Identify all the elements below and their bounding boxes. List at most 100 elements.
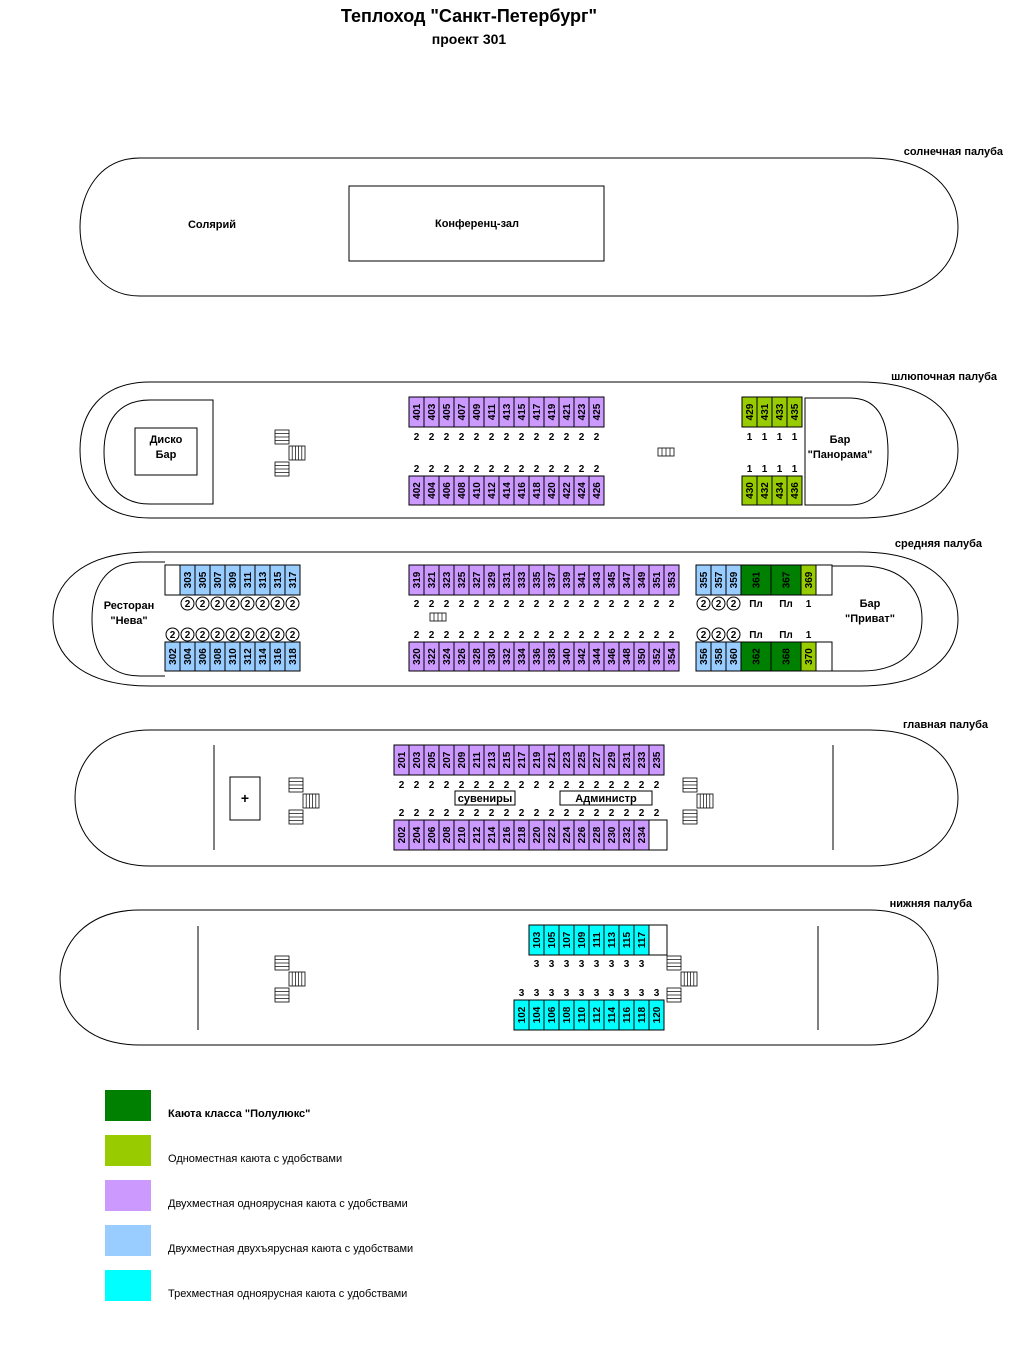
cabin[interactable]: 336 (528, 641, 545, 672)
cabin[interactable]: 404 (423, 475, 440, 506)
cabin[interactable]: 120 (648, 999, 665, 1031)
cabin[interactable]: 313 (254, 564, 271, 596)
cabin[interactable]: 407 (453, 396, 470, 428)
cabin[interactable]: 225 (573, 744, 590, 776)
cabin[interactable]: 432 (756, 475, 773, 506)
cabin[interactable]: 222 (543, 819, 560, 851)
cabin[interactable]: 352 (648, 641, 665, 672)
cabin[interactable]: 358 (710, 641, 727, 672)
cabin[interactable]: 436 (786, 475, 803, 506)
cabin[interactable]: 308 (209, 641, 226, 672)
cabin[interactable]: 212 (468, 819, 485, 851)
cabin[interactable]: 109 (573, 924, 590, 956)
cabin[interactable]: 421 (558, 396, 575, 428)
cabin[interactable]: 430 (741, 475, 758, 506)
cabin[interactable]: 417 (528, 396, 545, 428)
cabin[interactable]: 361 (740, 564, 772, 596)
cabin[interactable]: 412 (483, 475, 500, 506)
cabin[interactable]: 234 (633, 819, 650, 851)
cabin[interactable]: 422 (558, 475, 575, 506)
cabin[interactable]: 414 (498, 475, 515, 506)
cabin[interactable]: 104 (528, 999, 545, 1031)
cabin[interactable]: 221 (543, 744, 560, 776)
cabin[interactable]: 346 (603, 641, 620, 672)
cabin[interactable]: 413 (498, 396, 515, 428)
cabin[interactable]: 356 (695, 641, 712, 672)
cabin[interactable]: 107 (558, 924, 575, 956)
cabin[interactable]: 227 (588, 744, 605, 776)
cabin[interactable]: 402 (408, 475, 425, 506)
cabin[interactable]: 323 (438, 564, 455, 596)
cabin[interactable]: 354 (663, 641, 680, 672)
cabin[interactable]: 335 (528, 564, 545, 596)
cabin[interactable]: 431 (756, 396, 773, 428)
cabin[interactable]: 424 (573, 475, 590, 506)
cabin[interactable]: 353 (663, 564, 680, 596)
cabin[interactable]: 302 (164, 641, 181, 672)
cabin[interactable]: 415 (513, 396, 530, 428)
cabin[interactable]: 105 (543, 924, 560, 956)
cabin[interactable]: 367 (770, 564, 802, 596)
cabin[interactable]: 360 (725, 641, 742, 672)
cabin[interactable]: 228 (588, 819, 605, 851)
cabin[interactable]: 408 (453, 475, 470, 506)
cabin[interactable]: 350 (633, 641, 650, 672)
cabin[interactable]: 362 (740, 641, 772, 672)
cabin[interactable]: 351 (648, 564, 665, 596)
cabin[interactable]: 202 (393, 819, 410, 851)
cabin[interactable]: 319 (408, 564, 425, 596)
cabin[interactable]: 429 (741, 396, 758, 428)
cabin[interactable]: 117 (633, 924, 650, 956)
cabin[interactable]: 205 (423, 744, 440, 776)
cabin[interactable]: 315 (269, 564, 286, 596)
cabin[interactable]: 229 (603, 744, 620, 776)
cabin[interactable]: 405 (438, 396, 455, 428)
cabin[interactable]: 328 (468, 641, 485, 672)
cabin[interactable]: 110 (573, 999, 590, 1031)
cabin[interactable]: 345 (603, 564, 620, 596)
cabin[interactable]: 401 (408, 396, 425, 428)
cabin[interactable]: 416 (513, 475, 530, 506)
cabin[interactable]: 433 (771, 396, 788, 428)
cabin[interactable]: 341 (573, 564, 590, 596)
cabin[interactable]: 108 (558, 999, 575, 1031)
cabin[interactable]: 321 (423, 564, 440, 596)
cabin[interactable]: 235 (648, 744, 665, 776)
cabin[interactable]: 403 (423, 396, 440, 428)
cabin[interactable]: 112 (588, 999, 605, 1031)
cabin[interactable]: 318 (284, 641, 301, 672)
cabin[interactable]: 411 (483, 396, 500, 428)
cabin[interactable]: 418 (528, 475, 545, 506)
cabin[interactable]: 233 (633, 744, 650, 776)
cabin[interactable]: 211 (468, 744, 485, 776)
cabin[interactable]: 312 (239, 641, 256, 672)
cabin[interactable]: 218 (513, 819, 530, 851)
cabin[interactable]: 106 (543, 999, 560, 1031)
cabin[interactable]: 326 (453, 641, 470, 672)
cabin[interactable]: 208 (438, 819, 455, 851)
cabin[interactable]: 333 (513, 564, 530, 596)
cabin[interactable]: 215 (498, 744, 515, 776)
cabin[interactable]: 310 (224, 641, 241, 672)
cabin[interactable]: 332 (498, 641, 515, 672)
cabin[interactable]: 359 (725, 564, 742, 596)
cabin[interactable]: 213 (483, 744, 500, 776)
cabin[interactable]: 113 (603, 924, 620, 956)
cabin[interactable]: 334 (513, 641, 530, 672)
cabin[interactable]: 344 (588, 641, 605, 672)
cabin[interactable]: 204 (408, 819, 425, 851)
cabin[interactable]: 342 (573, 641, 590, 672)
cabin[interactable]: 419 (543, 396, 560, 428)
cabin[interactable]: 305 (194, 564, 211, 596)
cabin[interactable]: 426 (588, 475, 605, 506)
cabin[interactable]: 420 (543, 475, 560, 506)
cabin[interactable]: 327 (468, 564, 485, 596)
cabin[interactable]: 203 (408, 744, 425, 776)
cabin[interactable]: 116 (618, 999, 635, 1031)
cabin[interactable]: 304 (179, 641, 196, 672)
cabin[interactable]: 230 (603, 819, 620, 851)
cabin[interactable]: 111 (588, 924, 605, 956)
cabin[interactable]: 337 (543, 564, 560, 596)
cabin[interactable]: 309 (224, 564, 241, 596)
cabin[interactable]: 220 (528, 819, 545, 851)
